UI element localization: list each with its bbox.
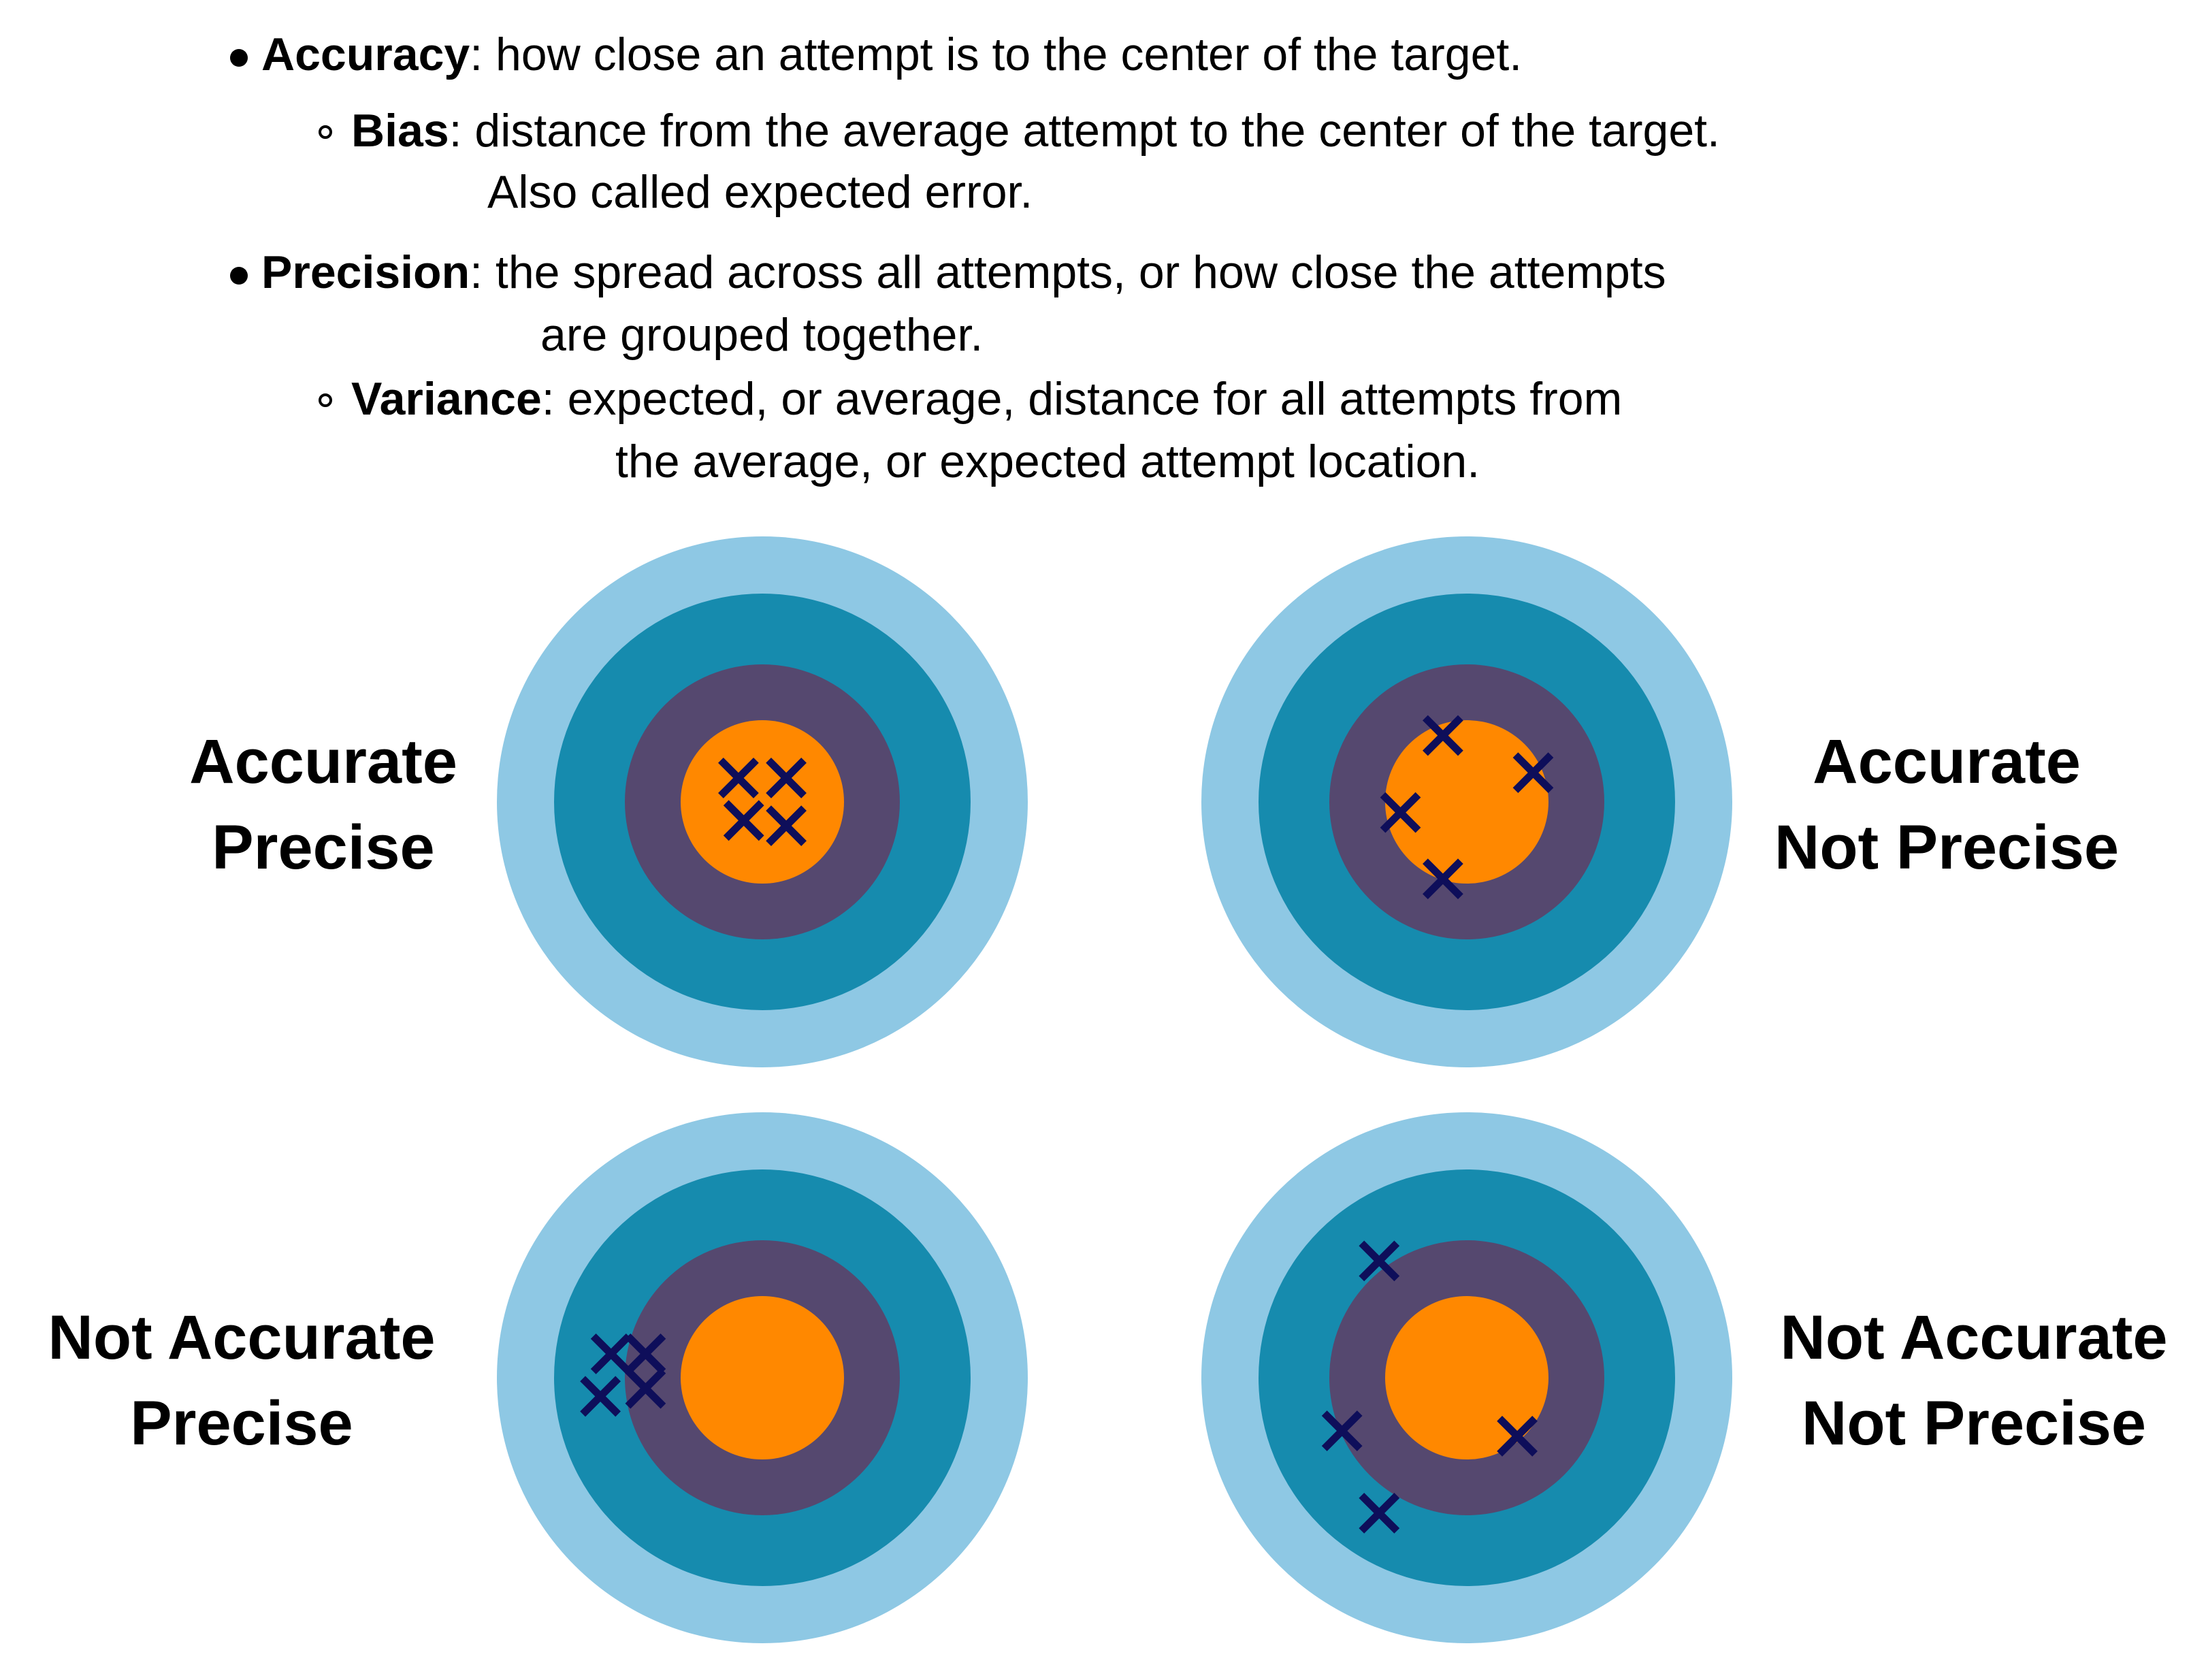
quadrant-label: Not Accurate (1780, 1303, 2167, 1372)
bullseye (1385, 1296, 1548, 1459)
accuracy-definition: Accuracy: how close an attempt is to the… (230, 29, 1523, 80)
sub-bullet-icon (319, 125, 332, 139)
hit-mark-icon (718, 758, 759, 798)
hit-mark-icon (766, 805, 807, 846)
precision-text: : the spread across all attempts, or how… (470, 246, 1666, 298)
variance-continuation: the average, or expected attempt locatio… (615, 436, 1480, 487)
targets (497, 536, 1732, 1643)
bias-definition: Bias: distance from the average attempt … (319, 105, 1720, 157)
variance-definition: Variance: expected, or average, distance… (319, 373, 1623, 425)
hit-mark-icon (723, 800, 764, 841)
precision-term: Precision (261, 246, 470, 298)
quadrant-label: Precise (130, 1389, 353, 1458)
target-3 (497, 1112, 1028, 1643)
hit-mark-icon (580, 1376, 621, 1417)
quadrant-label: Accurate (1813, 727, 2081, 796)
quadrant-label: Not Precise (1802, 1389, 2146, 1458)
hit-mark-icon (625, 1334, 666, 1374)
bullet-icon (230, 267, 248, 285)
hit-mark-icon (1512, 752, 1554, 793)
bias-text: : distance from the average attempt to t… (449, 105, 1720, 157)
hit-mark-icon (1380, 792, 1421, 833)
bullseye (681, 720, 844, 884)
hit-mark-icon (1423, 858, 1463, 899)
target-2 (1201, 536, 1732, 1067)
variance-term: Variance (351, 373, 542, 425)
hit-mark-icon (1359, 1493, 1400, 1534)
accuracy-text: : how close an attempt is to the center … (470, 29, 1523, 80)
variance-text: : expected, or average, distance for all… (541, 373, 1623, 425)
hit-mark-icon (590, 1334, 632, 1374)
bias-term: Bias (351, 105, 449, 157)
accuracy-term: Accuracy (261, 29, 470, 80)
bullseye (1385, 720, 1548, 884)
precision-continuation: are grouped together. (540, 309, 984, 361)
hit-mark-icon (1359, 1240, 1400, 1282)
sub-bullet-icon (319, 393, 332, 407)
bullseye (681, 1296, 844, 1459)
hit-mark-icon (1321, 1410, 1363, 1451)
quadrant-label: Not Accurate (48, 1303, 435, 1372)
target-1 (497, 536, 1028, 1067)
quadrant-label: Accurate (189, 727, 457, 796)
hit-mark-icon (766, 758, 807, 798)
quadrant-label: Not Precise (1774, 813, 2119, 882)
hit-mark-icon (1497, 1415, 1538, 1457)
target-4 (1201, 1112, 1732, 1643)
hit-mark-icon (1423, 715, 1463, 756)
bullet-icon (230, 49, 248, 67)
quadrant-label: Precise (212, 813, 434, 882)
precision-definition: Precision: the spread across all attempt… (230, 246, 1666, 298)
bias-continuation: Also called expected error. (487, 166, 1033, 218)
hit-mark-icon (625, 1368, 666, 1409)
